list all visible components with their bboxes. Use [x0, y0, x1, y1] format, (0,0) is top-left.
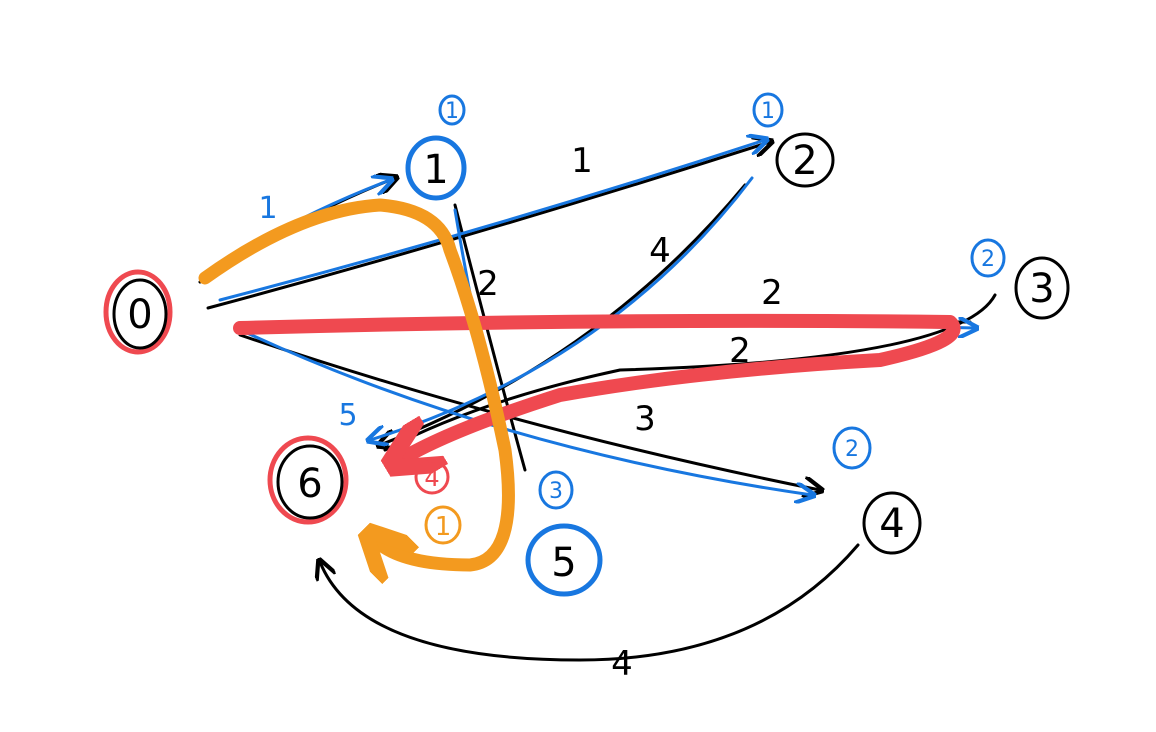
node-5-distance-badge [538, 470, 574, 510]
orange-path [198, 198, 515, 565]
node-4-distance: 2 [845, 437, 859, 462]
node-1: 1 1 [405, 94, 467, 201]
node-1-label: 1 [423, 147, 448, 193]
node-2-ring [775, 132, 835, 188]
node-5-label: 5 [551, 540, 576, 586]
node-0: 0 [103, 269, 173, 355]
node-3-label: 3 [1029, 266, 1054, 312]
node-2-label: 2 [792, 138, 817, 184]
weight-0-4: 3 [634, 399, 656, 439]
node-6-red-ring [267, 435, 349, 525]
node-2: 2 1 [752, 92, 835, 188]
node-1-distance: 1 [445, 99, 459, 124]
edge-4-6 [320, 543, 860, 662]
edge-0-4 [238, 333, 820, 490]
node-4-ring [862, 491, 922, 555]
red-tag-ring [414, 459, 450, 495]
edge-0-2 [206, 142, 770, 310]
weight-0-3: 2 [761, 273, 783, 313]
node-3-distance-badge [970, 238, 1006, 278]
edge-1-5 [453, 203, 527, 472]
red-tag: 4 [414, 459, 450, 495]
blue-edge-0-4 [243, 330, 812, 495]
node-1-distance-badge [438, 94, 466, 126]
weight-0-1: 1 [258, 191, 277, 226]
orange-tag: 1 [424, 505, 462, 545]
weight-2-x: 4 [649, 231, 671, 271]
orange-tag-value: 1 [435, 512, 452, 542]
blue-edge-0-2 [218, 140, 765, 302]
node-5-ring [525, 523, 603, 597]
node-0-label: 0 [127, 292, 152, 338]
node-4-distance-badge [832, 426, 872, 470]
node-6-label: 6 [297, 461, 322, 507]
node-6: 6 [267, 435, 349, 525]
node-2-distance-badge [752, 92, 784, 128]
node-1-ring [405, 135, 467, 201]
node-3: 3 2 [970, 238, 1070, 320]
node-3-ring [1014, 256, 1070, 320]
orange-tag-ring [424, 505, 462, 545]
node-5-distance: 3 [549, 479, 563, 504]
node-2-distance: 1 [761, 99, 775, 124]
node-5: 5 3 [525, 470, 603, 597]
weight-1-5: 2 [477, 264, 499, 304]
node-3-distance: 2 [981, 247, 995, 272]
node-4: 4 2 [832, 426, 922, 555]
weight-3-x: 2 [729, 331, 751, 371]
red-path [233, 313, 961, 460]
node-6-ring [276, 444, 344, 520]
node-0-ring [112, 278, 168, 350]
node-0-red-ring [103, 269, 173, 355]
label-blue-5: 5 [338, 398, 357, 433]
weight-0-2: 1 [571, 141, 593, 181]
red-tag-value: 4 [424, 464, 439, 492]
node-4-label: 4 [879, 501, 904, 547]
weight-4-6: 4 [611, 644, 633, 684]
